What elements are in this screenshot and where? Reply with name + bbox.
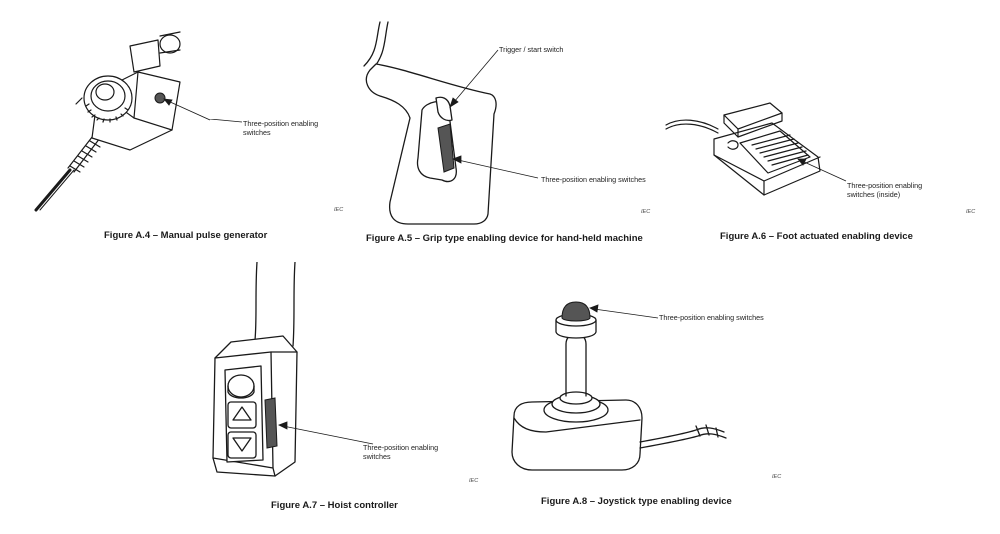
enabling-switch-a7 xyxy=(264,397,278,449)
caption-figure-a5: Figure A.5 – Grip type enabling device f… xyxy=(366,233,643,244)
joystick-enabling-device-drawing xyxy=(511,301,727,471)
enabling-switch-a5 xyxy=(437,123,455,173)
callout-a7-enabling-line1: Three-position enabling xyxy=(363,443,439,452)
caption-figure-a7: Figure A.7 – Hoist controller xyxy=(271,500,398,511)
iec-mark-a5: IEC xyxy=(641,209,651,215)
callout-a6-enabling-line1: Three-position enabling xyxy=(847,181,923,190)
iec-mark-a6: IEC xyxy=(966,209,976,215)
iec-mark-a4: IEC xyxy=(334,207,344,213)
callout-a5-enabling: Three-position enabling switches xyxy=(541,175,646,184)
grip-enabling-device-drawing xyxy=(363,21,539,225)
leader-line-a4 xyxy=(210,119,242,123)
caption-figure-a6: Figure A.6 – Foot actuated enabling devi… xyxy=(720,231,913,242)
callout-a7-enabling-line2: switches xyxy=(363,452,391,461)
callout-a5-trigger: Trigger / start switch xyxy=(499,45,564,54)
callout-a4-enabling-line2: switches xyxy=(243,128,271,137)
callout-a6-enabling-line2: switches (inside) xyxy=(847,190,901,199)
enabling-switch-a4 xyxy=(154,92,166,104)
hoist-controller-drawing xyxy=(212,262,374,477)
caption-figure-a4: Figure A.4 – Manual pulse generator xyxy=(104,230,268,241)
manual-pulse-generator-drawing xyxy=(34,31,210,212)
callout-a8-enabling: Three-position enabling switches xyxy=(659,313,764,322)
iec-mark-a7: IEC xyxy=(469,478,479,484)
enabling-switch-a8 xyxy=(561,301,591,322)
caption-figure-a8: Figure A.8 – Joystick type enabling devi… xyxy=(541,496,732,507)
callout-a4-enabling-line1: Three-position enabling xyxy=(243,119,319,128)
foot-enabling-device-drawing xyxy=(665,102,847,196)
iec-mark-a8: IEC xyxy=(772,474,782,480)
